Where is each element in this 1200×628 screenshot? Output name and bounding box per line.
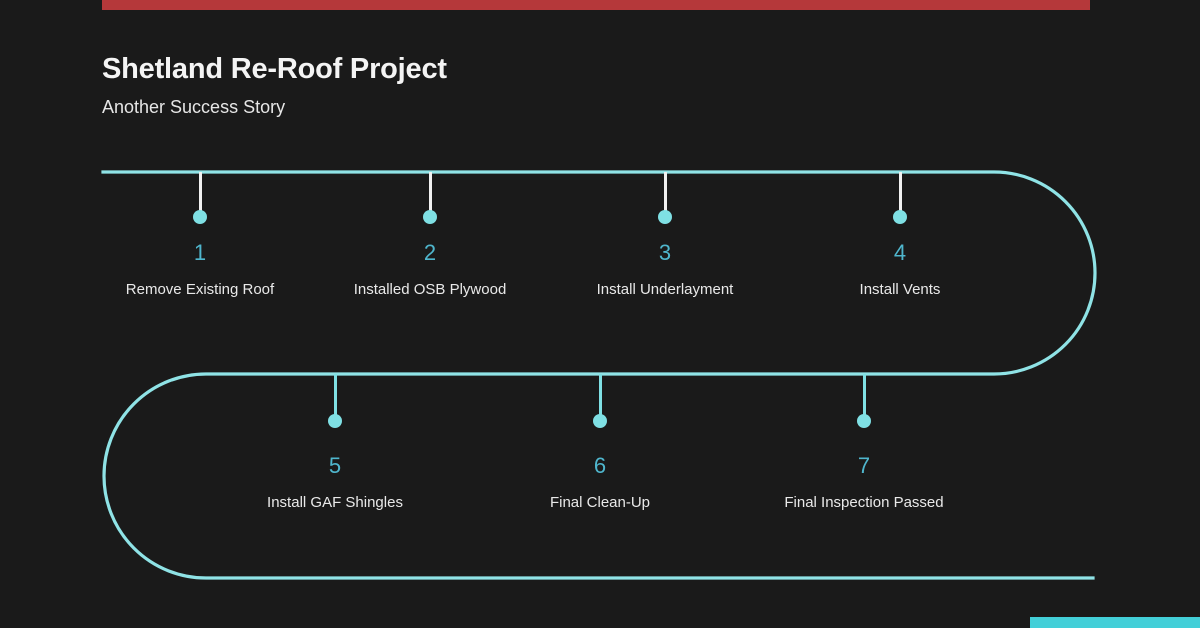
milestone-number: 3 [658, 240, 672, 265]
milestone-stem [862, 374, 866, 418]
milestone-number: 5 [328, 453, 342, 478]
milestone-1: 1 Remove Existing Roof [115, 172, 285, 302]
milestone-number: 2 [423, 240, 437, 265]
milestone-label: Remove Existing Roof [125, 281, 275, 298]
milestone-stem [198, 172, 202, 214]
milestone-stem [898, 172, 902, 214]
milestone-dot [593, 414, 607, 428]
milestone-number: 7 [857, 453, 871, 478]
milestone-label: Install Underlayment [596, 281, 734, 298]
milestone-label: Install GAF Shingles [267, 494, 403, 511]
top-accent-bar [102, 0, 1090, 10]
page-subtitle: Another Success Story [102, 96, 286, 117]
milestone-label: Installed OSB Plywood [353, 281, 507, 298]
milestone-number: 4 [893, 240, 907, 265]
milestone-6: 6 Final Clean-Up [515, 374, 685, 534]
milestone-number: 6 [593, 453, 607, 478]
milestone-label: Install Vents [859, 281, 941, 298]
milestone-dot [893, 210, 907, 224]
milestone-label: Final Inspection Passed [784, 494, 944, 511]
milestone-5: 5 Install GAF Shingles [250, 374, 420, 534]
milestone-dot [193, 210, 207, 224]
milestone-2: 2 Installed OSB Plywood [345, 172, 515, 302]
milestone-dot [857, 414, 871, 428]
milestone-stem [428, 172, 432, 214]
milestone-3: 3 Install Underlayment [580, 172, 750, 302]
milestone-label: Final Clean-Up [549, 494, 651, 511]
bottom-accent-bar [1030, 617, 1200, 628]
milestone-4: 4 Install Vents [815, 172, 985, 302]
milestone-dot [658, 210, 672, 224]
milestone-stem [333, 374, 337, 418]
milestone-7: 7 Final Inspection Passed [779, 374, 949, 534]
page-title: Shetland Re-Roof Project [102, 53, 447, 85]
milestone-stem [663, 172, 667, 214]
milestone-number: 1 [193, 240, 207, 265]
header: Shetland Re-Roof Project Another Success… [102, 52, 1002, 118]
milestone-dot [328, 414, 342, 428]
milestone-dot [423, 210, 437, 224]
milestone-stem [598, 374, 602, 418]
